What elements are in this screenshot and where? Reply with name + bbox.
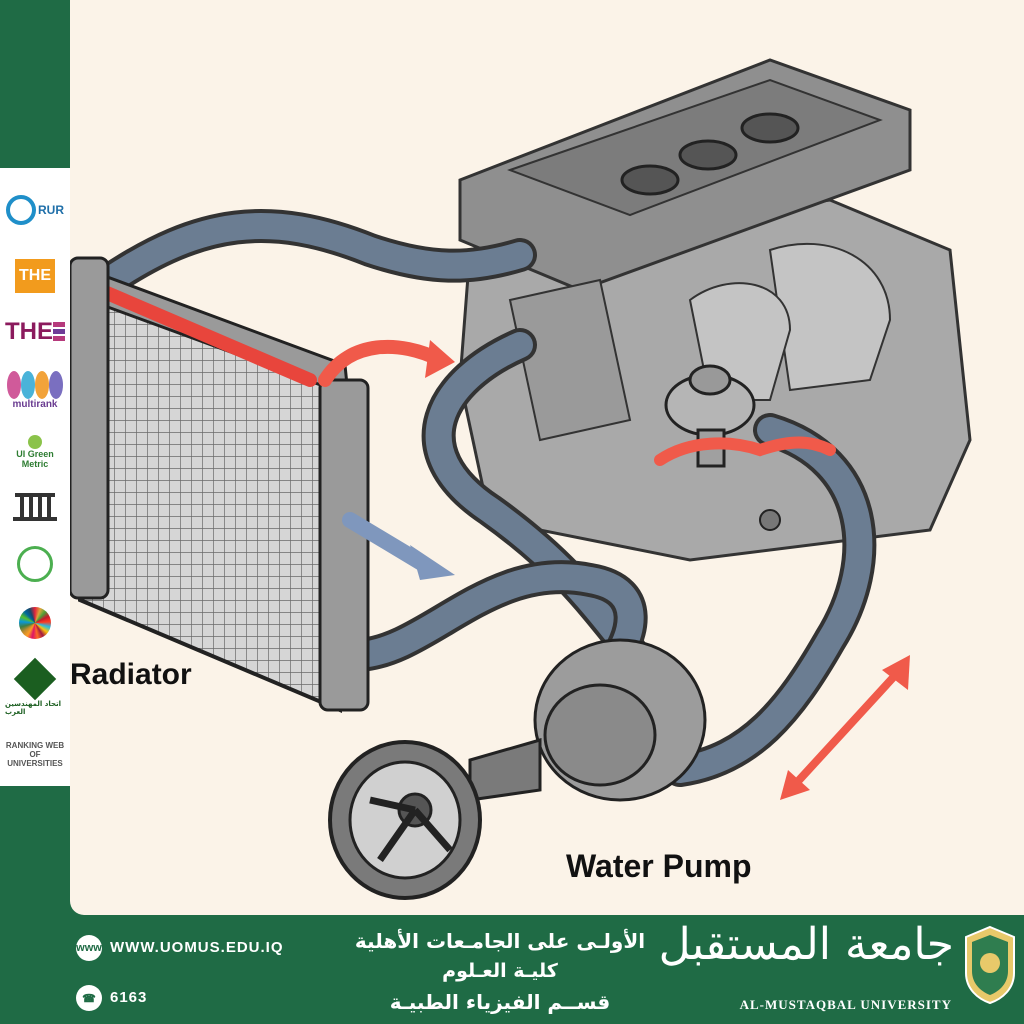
footer-line-2: كليـة العـلوم — [442, 960, 558, 982]
university-name-arabic: جامعة المستقبل — [658, 919, 954, 970]
the-impact-logo: THE — [5, 318, 65, 346]
rankings-sidebar: RUR THE THE multirank UI Green Metric — [0, 168, 70, 786]
webometrics-logo: RANKING WEB OF UNIVERSITIES — [5, 740, 65, 768]
radiator — [70, 256, 370, 714]
phone-text: 6163 — [110, 989, 148, 1006]
the-logo: THE — [5, 259, 65, 294]
hot-flow-arrow — [318, 339, 836, 466]
hoses — [93, 209, 877, 787]
cooling-system-diagram — [70, 58, 972, 900]
globe-icon: www — [76, 935, 102, 961]
footer-line-3: قســم الفيزياء الطبيـة — [389, 990, 611, 1014]
engine-block — [458, 58, 972, 562]
arab-rankings-logo — [5, 546, 65, 583]
water-pump-label: Water Pump — [566, 848, 752, 884]
water-pump — [328, 638, 707, 900]
multirank-logo: multirank — [5, 370, 65, 410]
website-text[interactable]: WWW.UOMUS.EDU.IQ — [110, 939, 284, 956]
cold-flow-arrow — [342, 512, 455, 580]
footer-banner: www WWW.UOMUS.EDU.IQ ☎ 6163 الأولـى على … — [0, 915, 1024, 1024]
sdgs-logo — [5, 606, 65, 639]
university-name-english: AL-MUSTAQBAL UNIVERSITY — [739, 997, 952, 1012]
diagram-canvas — [70, 0, 1024, 915]
rur-logo: RUR — [5, 186, 65, 234]
university-seal-icon — [965, 925, 1015, 1005]
institution-logo — [5, 493, 65, 522]
circulation-arrow — [780, 655, 910, 800]
phone-icon: ☎ — [76, 985, 102, 1011]
footer-line-1: الأولـى على الجامـعات الأهلية — [354, 929, 646, 953]
radiator-label: Radiator — [70, 658, 192, 691]
federation-arab-engineers-logo: اتحاد المهندسين العرب — [5, 657, 65, 716]
ui-greenmetric-logo: UI Green Metric — [5, 434, 65, 469]
